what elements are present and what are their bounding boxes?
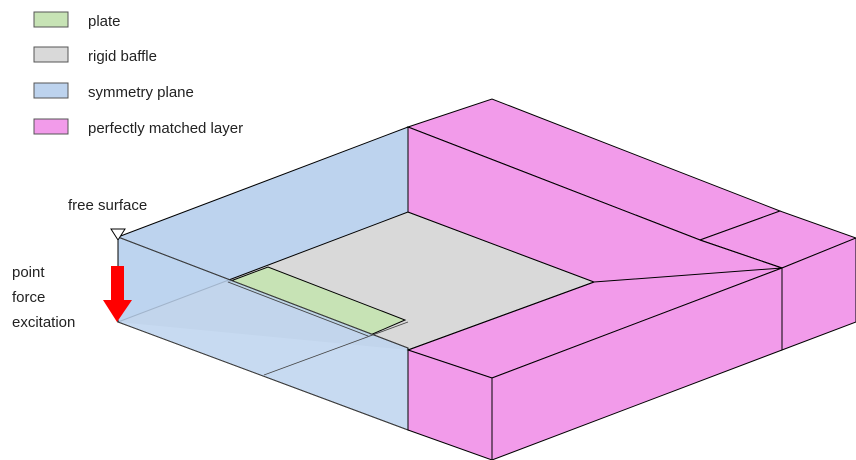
free-surface-label: free surface xyxy=(68,197,147,214)
legend-label-plate: plate xyxy=(88,13,121,30)
force-arrow-icon xyxy=(103,266,132,322)
legend-label-pml: perfectly matched layer xyxy=(88,120,243,137)
plate-edge-under xyxy=(227,281,369,337)
legend-label-symmetry-plane: symmetry plane xyxy=(88,84,194,101)
edge-inner-corner xyxy=(407,281,595,351)
legend-item-plate: plate xyxy=(33,11,121,30)
floor-inner-edge xyxy=(263,321,409,376)
legend-swatch-pml xyxy=(33,118,69,135)
edge-pml-divider xyxy=(699,239,783,269)
legend-item-symmetry-plane: symmetry plane xyxy=(33,82,194,101)
symmetry-diagonal xyxy=(117,236,409,349)
pml-far-right-face xyxy=(781,237,856,351)
legend-swatch-rigid-baffle xyxy=(33,46,69,63)
excitation-label-line2: force xyxy=(12,289,45,306)
legend-swatch-symmetry-plane xyxy=(33,82,69,99)
legend-item-pml: perfectly matched layer xyxy=(33,118,243,137)
floor-edge-left xyxy=(117,321,409,431)
legend-item-rigid-baffle: rigid baffle xyxy=(33,46,157,65)
legend-swatch-plate xyxy=(33,11,69,28)
excitation-label-line3: excitation xyxy=(12,314,75,331)
excitation-label-line1: point xyxy=(12,264,45,281)
legend: plate rigid baffle symmetry plane perfec… xyxy=(33,11,243,137)
free-surface-marker-icon xyxy=(110,228,126,241)
legend-label-rigid-baffle: rigid baffle xyxy=(88,48,157,65)
